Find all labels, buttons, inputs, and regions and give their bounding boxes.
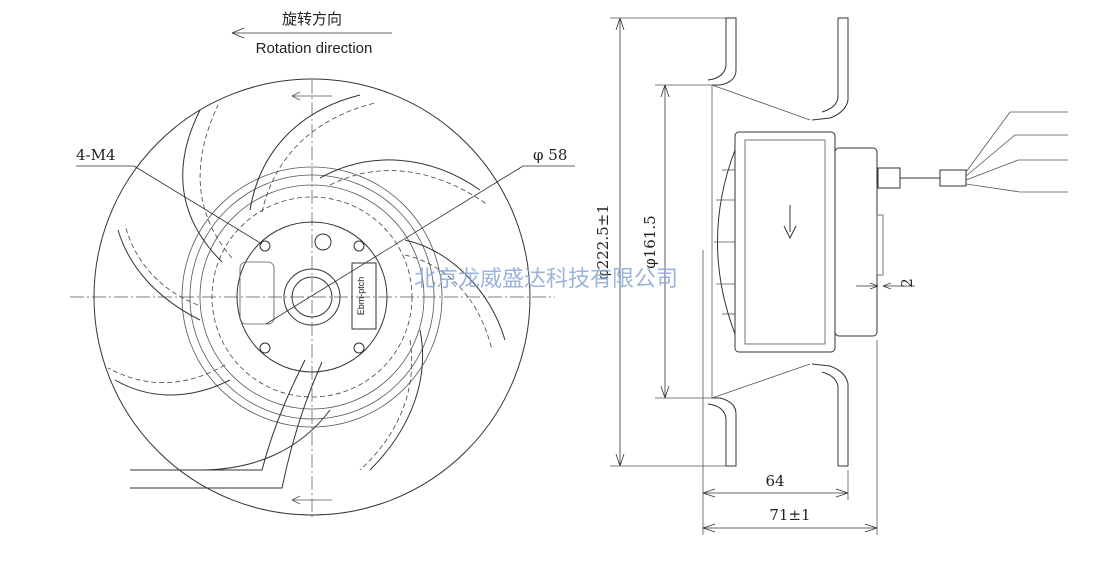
hub-ring bbox=[189, 174, 435, 420]
cable-end bbox=[939, 169, 967, 187]
rotation-label-en: Rotation direction bbox=[256, 40, 373, 57]
bolt-circle bbox=[211, 196, 413, 398]
backplate-top bbox=[811, 17, 849, 121]
rotation-arrow-bottom-icon bbox=[291, 495, 332, 505]
rotation-label-cn: 旋转方向 bbox=[282, 11, 342, 28]
rear-flange bbox=[876, 214, 884, 276]
motor-stator bbox=[744, 139, 826, 345]
side-view: φ222.5±1 φ161.5 bbox=[594, 17, 1068, 535]
thread-label: 4-M4 bbox=[76, 146, 116, 164]
motor-body bbox=[734, 131, 836, 353]
backplate-bottom bbox=[811, 363, 849, 467]
hub-leader bbox=[265, 165, 524, 325]
shaft-outer bbox=[283, 268, 341, 326]
depth-label: 64 bbox=[765, 472, 784, 490]
rotation-arrow-top-icon bbox=[291, 91, 332, 101]
hub-ring-inner bbox=[199, 184, 425, 410]
inner-diameter-arrows bbox=[660, 84, 670, 399]
earth-symbol-icon bbox=[314, 233, 332, 251]
motor-label: Ebm-ptch bbox=[356, 277, 366, 316]
thread-leader bbox=[133, 165, 263, 245]
impeller-outer-ring bbox=[93, 78, 531, 516]
gap-label: 2 bbox=[898, 278, 916, 288]
cable-gland bbox=[877, 167, 901, 189]
outer-diameter-label: φ222.5±1 bbox=[594, 204, 612, 280]
motor-rotor bbox=[236, 221, 388, 373]
airflow-arrow-icon bbox=[783, 205, 797, 240]
impeller-inner-ring bbox=[181, 166, 443, 428]
outer-diameter-arrows bbox=[615, 17, 625, 467]
impeller-blades bbox=[107, 94, 506, 471]
housing-bottom-inlet bbox=[712, 397, 737, 467]
rear-cover bbox=[834, 147, 878, 337]
power-cable-outline bbox=[130, 361, 323, 489]
gap-arrows-icon bbox=[869, 282, 892, 290]
shaft-inner bbox=[291, 276, 333, 318]
inner-diameter-label: φ161.5 bbox=[641, 215, 659, 268]
bolt-holes bbox=[259, 240, 365, 354]
total-depth-label: 71±1 bbox=[769, 506, 810, 524]
power-cable bbox=[130, 359, 306, 471]
total-depth-arrows bbox=[702, 523, 878, 533]
depth-arrows bbox=[702, 488, 849, 498]
lead-wires bbox=[965, 111, 1068, 193]
rotation-arrow-icon bbox=[231, 27, 245, 39]
hub-diameter-label: φ 58 bbox=[533, 146, 567, 164]
motor-label-plate bbox=[351, 262, 377, 330]
balance-scale bbox=[239, 261, 275, 325]
housing-top-inlet bbox=[712, 17, 737, 86]
front-view: Ebm-ptch 旋转方向 Rotation direction 4-M4 φ … bbox=[70, 11, 575, 520]
watermark-text: 北京龙威盛达科技有限公司 bbox=[414, 267, 678, 292]
motor-ribs bbox=[714, 169, 735, 315]
